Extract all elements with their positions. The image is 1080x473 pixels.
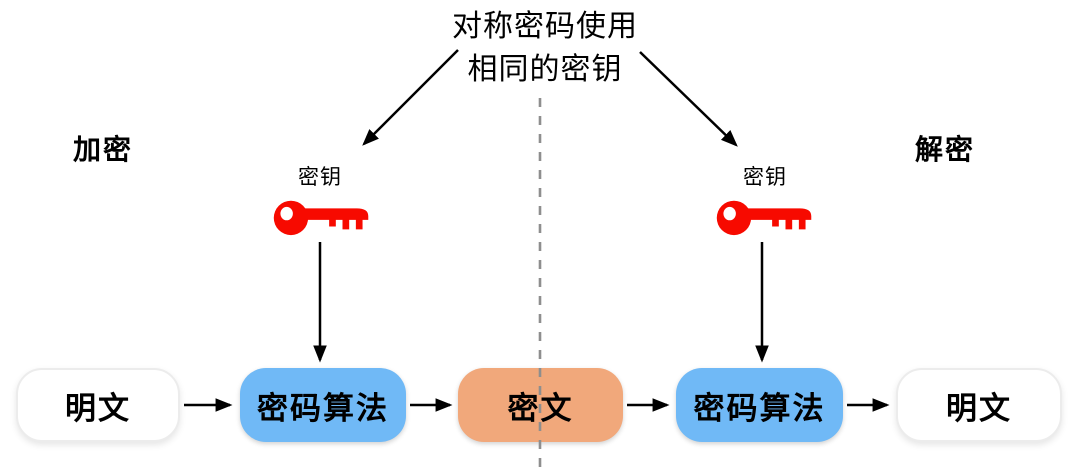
key-label-right: 密钥 <box>743 165 787 189</box>
diagram-title-line2: 相同的密钥 <box>467 52 623 87</box>
key-label-left: 密钥 <box>298 165 342 189</box>
encryption-label: 加密 <box>72 133 133 166</box>
node-plaintext-right: 明文 <box>896 368 1062 442</box>
node-plaintext-left: 明文 <box>16 368 180 442</box>
key-icon-left <box>273 200 369 236</box>
key-hole <box>723 206 736 221</box>
node-cipher-algorithm-left: 密码算法 <box>240 368 406 442</box>
key-shaft-teeth <box>296 208 369 230</box>
key-icon-right <box>716 200 812 236</box>
key-hole <box>280 206 293 221</box>
decryption-label: 解密 <box>914 133 975 166</box>
diagram-title-line1: 对称密码使用 <box>452 9 638 44</box>
key-shaft-teeth <box>739 208 812 230</box>
node-cipher-algorithm-left-label: 密码算法 <box>257 390 389 427</box>
node-plaintext-right-label: 明文 <box>946 390 1012 427</box>
node-plaintext-left-label: 明文 <box>65 390 131 427</box>
node-cipher-algorithm-right: 密码算法 <box>676 368 843 442</box>
node-ciphertext: 密文 <box>458 368 623 442</box>
diagram-title: 对称密码使用 相同的密钥 <box>392 5 698 91</box>
node-ciphertext-label: 密文 <box>507 390 574 427</box>
node-cipher-algorithm-right-label: 密码算法 <box>693 390 826 427</box>
